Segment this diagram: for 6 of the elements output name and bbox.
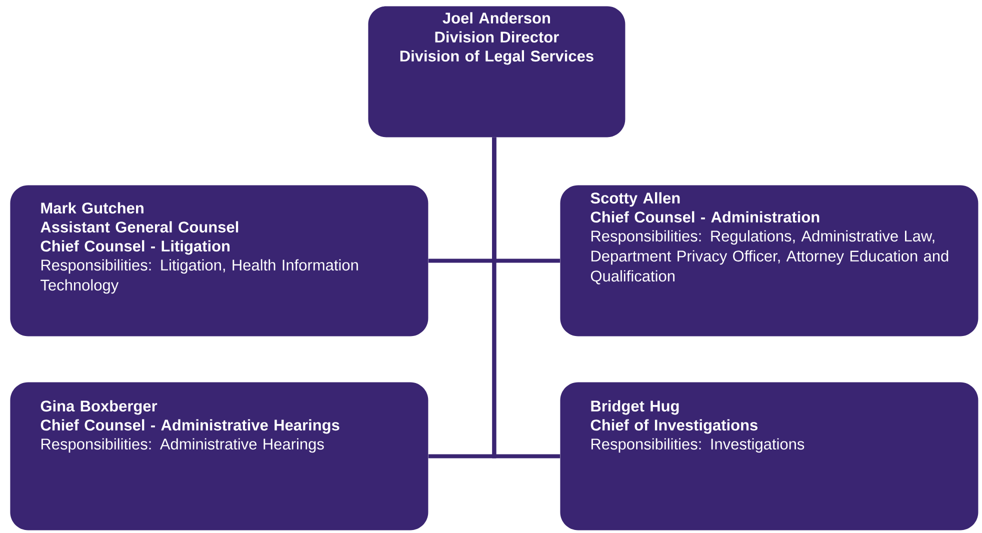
org-box: Bridget Hug Chief of Investigations Responsibilities: Investigations (560, 382, 978, 530)
org-box: Scotty Allen Chief Counsel - Administration Responsibilities: Regulations, Administrative Law, Department Privacy Officer, Attorney Education and Qualification (560, 185, 978, 336)
org-box: Gina Boxberger Chief Counsel - Administrative Hearings Responsibilities: Administrative Hearings (10, 382, 428, 530)
org-box: Joel Anderson Division Director Division of Legal Services (368, 6, 626, 138)
org-box: Mark Gutchen Assistant General Counsel Chief Counsel - Litigation Responsibilities: Litigation, Health Information Technology (10, 185, 428, 336)
connector-line (492, 137, 560, 458)
